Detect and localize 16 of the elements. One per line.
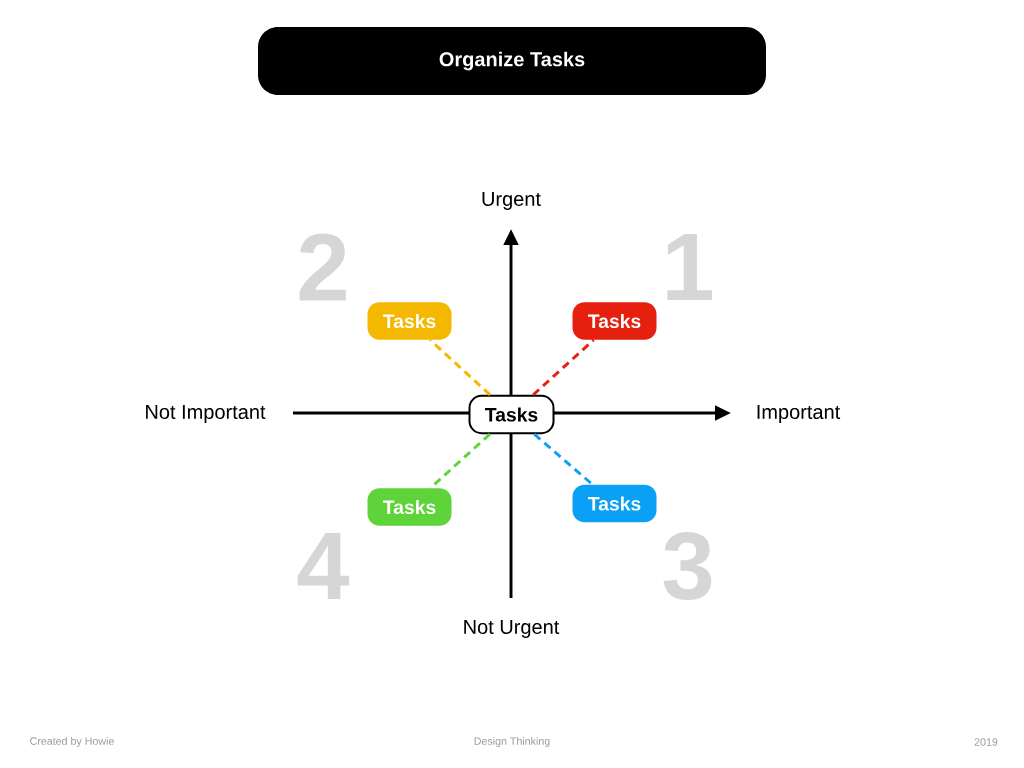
task-box: Tasks	[572, 484, 657, 523]
dashed-connector	[532, 338, 595, 396]
title-banner: Organize Tasks	[258, 27, 766, 95]
task-box: Tasks	[572, 302, 657, 340]
dashed-connector	[533, 433, 594, 486]
axis-label: Important	[757, 405, 841, 423]
task-box: Tasks	[367, 488, 452, 526]
task-box: Tasks	[367, 302, 452, 340]
axis-label: Not Important	[146, 405, 266, 423]
axis-label: Not Urgent	[464, 620, 560, 638]
axis-label: Urgent	[482, 192, 541, 210]
task-box: Tasks	[468, 394, 555, 435]
dashed-connector	[429, 338, 492, 396]
footer-text: Design Thinking	[474, 737, 550, 747]
footer-text: Created by Howie	[30, 737, 114, 747]
footer-text: 2019	[974, 738, 998, 746]
